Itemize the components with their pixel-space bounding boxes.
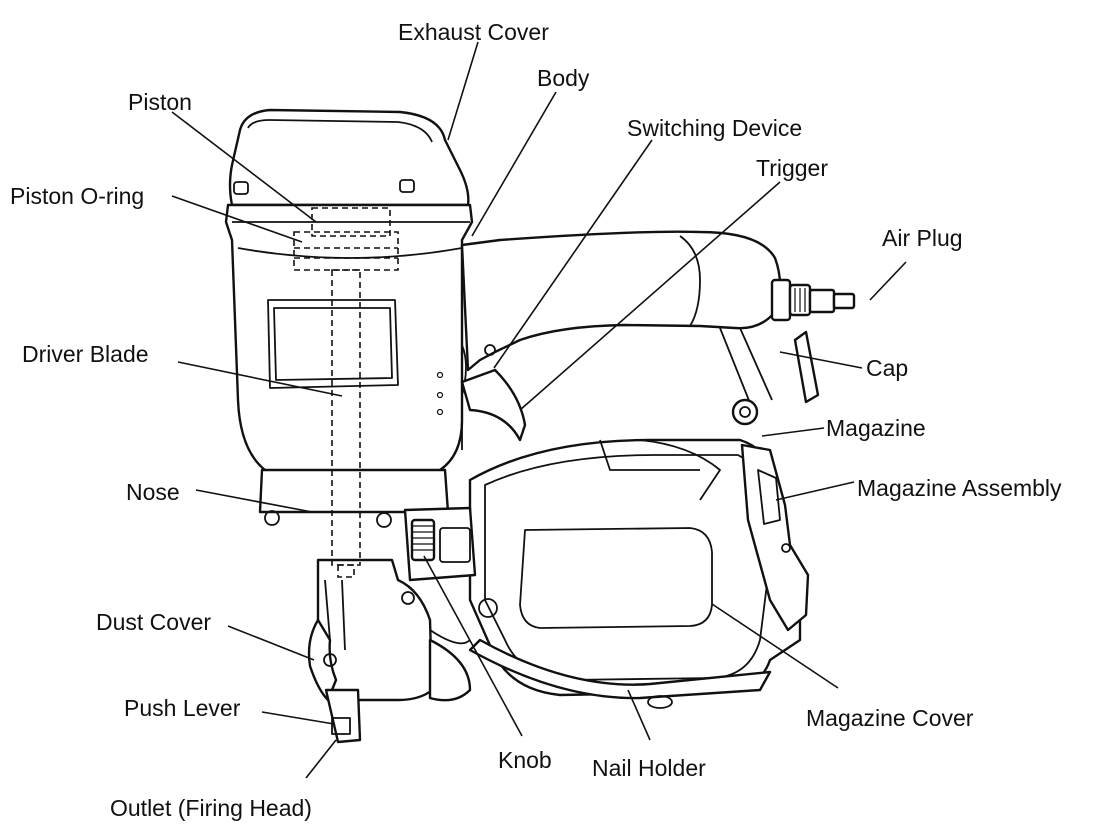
- trigger-shape: [460, 368, 527, 442]
- label-magazine-assembly: Magazine Assembly: [857, 475, 1062, 501]
- label-air-plug: Air Plug: [882, 225, 963, 251]
- label-nose: Nose: [126, 479, 180, 505]
- nail-holder-shape: [468, 638, 772, 700]
- label-magazine-cover: Magazine Cover: [806, 705, 974, 731]
- label-body: Body: [537, 65, 590, 91]
- label-cap: Cap: [866, 355, 908, 381]
- dust-cover-shape: [307, 618, 338, 702]
- label-outlet-firing-head: Outlet (Firing Head): [110, 795, 312, 821]
- leader-lines: [171, 41, 907, 779]
- label-dust-cover: Dust Cover: [96, 609, 211, 635]
- handle-shape: [460, 230, 782, 372]
- label-knob: Knob: [498, 747, 552, 773]
- callout-labels: Exhaust Cover Body Piston Switching Devi…: [10, 19, 1062, 821]
- magazine-cover-shape: [519, 527, 713, 629]
- driver-blade-dashed-outline: [331, 269, 361, 566]
- label-magazine: Magazine: [826, 415, 926, 441]
- label-nail-holder: Nail Holder: [592, 755, 706, 781]
- label-piston-o-ring: Piston O-ring: [10, 183, 144, 209]
- coil-nailer-illustration: [224, 108, 856, 744]
- exhaust-cover-shape: [228, 108, 470, 207]
- air-plug-shape: [770, 278, 856, 322]
- label-push-lever: Push Lever: [124, 695, 241, 721]
- cylinder-body-shape: [224, 203, 474, 502]
- label-trigger: Trigger: [756, 155, 828, 181]
- label-switching-device: Switching Device: [627, 115, 802, 141]
- label-piston: Piston: [128, 89, 192, 115]
- label-driver-blade: Driver Blade: [22, 341, 149, 367]
- push-lever-shape: [324, 688, 362, 744]
- label-exhaust-cover: Exhaust Cover: [398, 19, 549, 45]
- piston-dashed-outline: [311, 207, 391, 237]
